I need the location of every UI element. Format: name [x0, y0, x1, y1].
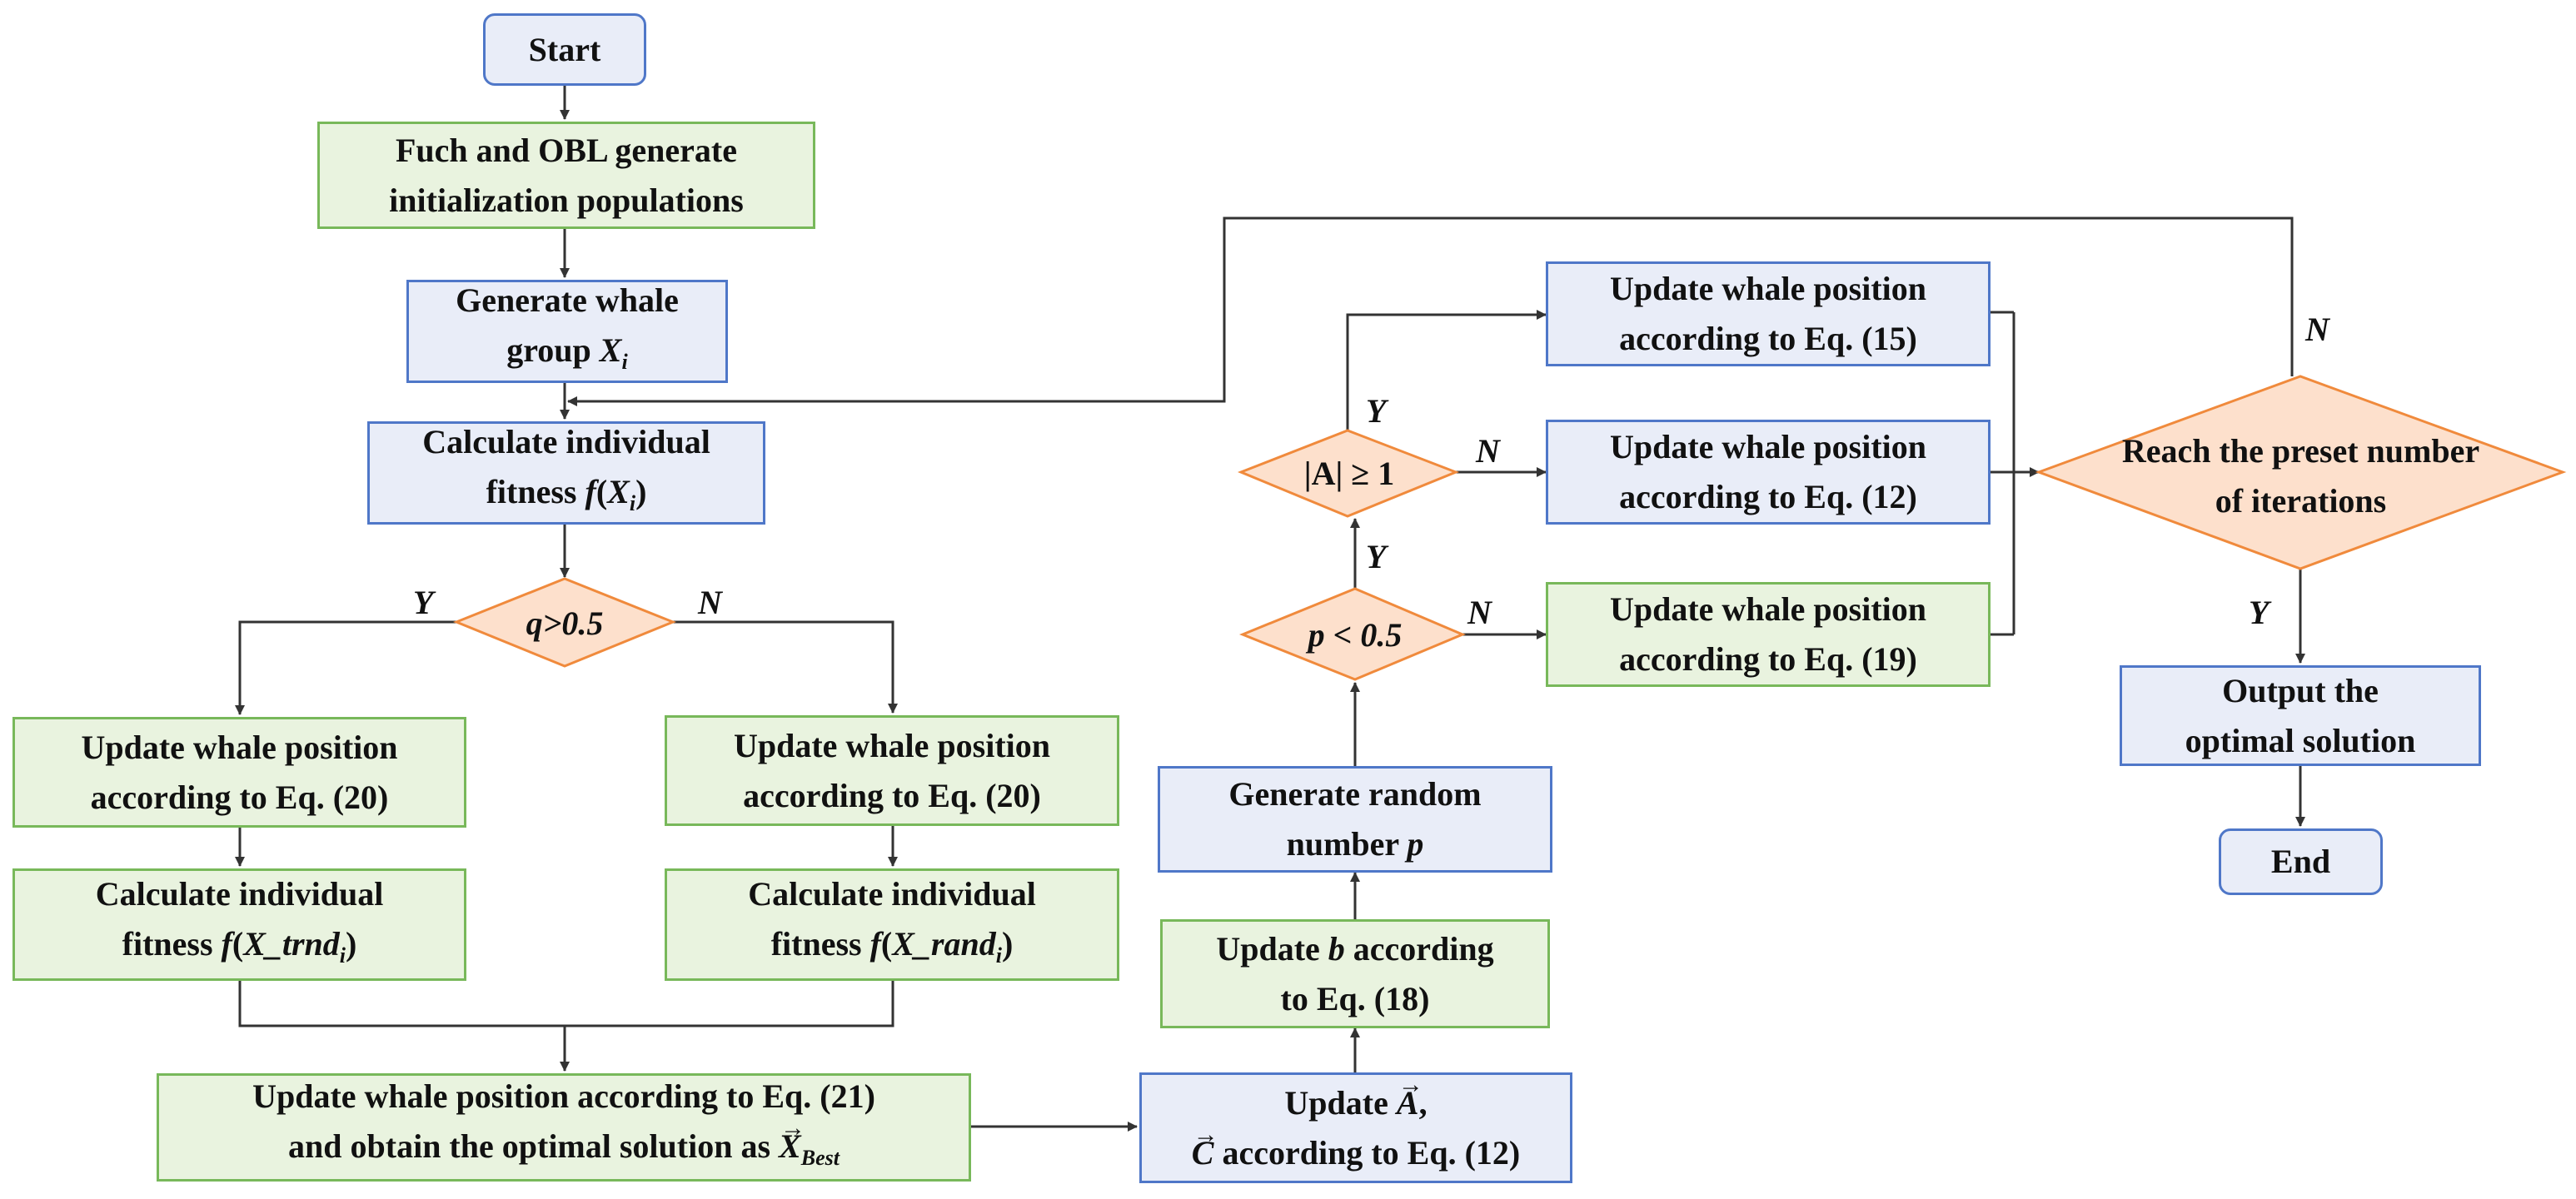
iter-yes-label: Y: [2249, 594, 2270, 631]
calc-right-fitness-box: Calculate individual fitness f(X_randi): [665, 868, 1119, 981]
update-eq19-line-1: Update whale position: [1609, 590, 1927, 628]
calc-left-fitness-box: Calculate individual fitness f(X_trndi): [12, 868, 466, 981]
arrow-iter-no-loop: [567, 216, 2294, 406]
arrow-q-yes: [235, 620, 456, 715]
calc-right-line-2: fitness f(X_randi): [770, 924, 1014, 968]
update-eq21-line-1: Update whale position according to Eq. (…: [252, 1077, 875, 1115]
a-decision-diamond: [1237, 429, 1460, 518]
q-yes-label: Y: [413, 584, 434, 621]
update-b-line-2: to Eq. (18): [1280, 979, 1430, 1017]
a-yes-label: Y: [1366, 392, 1387, 430]
update-eq19-line-2: according to Eq. (19): [1619, 640, 1917, 678]
a-no-label: N: [1476, 432, 1500, 470]
update-eq21-box: Update whale position according to Eq. (…: [157, 1073, 971, 1182]
iteration-decision-diamond: [2035, 375, 2567, 570]
update-left-eq20-box: Update whale position according to Eq. (…: [12, 717, 466, 828]
calc-fitness-line-1: Calculate individual: [422, 423, 710, 460]
init-line-1: Fuch and OBL generate: [395, 131, 738, 169]
arrow-a-yes: [1346, 310, 1547, 430]
output-line-1: Output the: [2222, 671, 2379, 709]
calc-left-line-1: Calculate individual: [95, 874, 384, 913]
update-left-line-1: Update whale position: [81, 728, 398, 766]
iteration-decision-label: Reach the preset number of iterations: [2121, 432, 2480, 520]
update-eq12-line-2: according to Eq. (12): [1619, 478, 1917, 515]
generate-random-line-1: Generate random: [1228, 775, 1482, 813]
p-decision-diamond: [1238, 587, 1466, 681]
update-eq15-line-1: Update whale position: [1609, 270, 1927, 307]
update-right-line-1: Update whale position: [733, 726, 1051, 764]
update-left-line-2: according to Eq. (20): [90, 778, 389, 816]
calc-fitness-box: Calculate individual fitness f(Xi): [367, 421, 765, 525]
generate-group-line-1: Generate whale: [456, 281, 679, 319]
update-b-line-1: Update b according: [1216, 929, 1494, 968]
end-label: End: [2270, 843, 2331, 880]
update-eq15-box: Update whale position according to Eq. (…: [1546, 261, 1991, 366]
update-eq19-box: Update whale position according to Eq. (…: [1546, 582, 1991, 687]
generate-group-line-2: group Xi: [506, 331, 628, 374]
generate-group-box: Generate whale group Xi: [406, 280, 728, 383]
init-line-2: initialization populations: [389, 181, 744, 219]
p-yes-label: Y: [1366, 538, 1387, 575]
update-right-line-2: according to Eq. (20): [743, 776, 1041, 814]
output-line-2: optimal solution: [2185, 721, 2416, 759]
update-eq12-line-1: Update whale position: [1609, 428, 1927, 465]
output-solution-box: Output the optimal solution: [2120, 665, 2481, 766]
end-node: End: [2219, 828, 2383, 895]
update-b-box: Update b according to Eq. (18): [1160, 919, 1550, 1028]
p-no-label: N: [1467, 594, 1492, 631]
update-eq21-line-2: and obtain the optimal solution as →XBes…: [288, 1114, 840, 1170]
init-population-box: Fuch and OBL generate initialization pop…: [317, 122, 815, 229]
update-eq15-line-2: according to Eq. (15): [1619, 320, 1917, 357]
calc-right-line-1: Calculate individual: [748, 874, 1036, 913]
q-no-label: N: [698, 584, 722, 621]
generate-random-line-2: number p: [1286, 825, 1424, 863]
update-AC-box: Update →A, →C according to Eq. (12): [1139, 1070, 1572, 1183]
generate-random-box: Generate random number p: [1158, 766, 1552, 873]
merge-left: [238, 981, 894, 1027]
calc-fitness-line-2: fitness f(Xi): [486, 473, 647, 515]
iter-no-label: N: [2305, 311, 2329, 348]
update-right-eq20-box: Update whale position according to Eq. (…: [665, 715, 1119, 826]
update-AC-line-1: Update →A,: [1284, 1070, 1428, 1122]
start-node: Start: [483, 13, 646, 86]
p-decision-label: p < 0.5: [1308, 615, 1403, 654]
update-AC-line-2: →C according to Eq. (12): [1191, 1120, 1521, 1172]
start-label: Start: [528, 30, 601, 68]
calc-left-line-2: fitness f(X_trndi): [122, 924, 357, 968]
update-eq12-box: Update whale position according to Eq. (…: [1546, 420, 1991, 525]
arrow-q-no: [673, 620, 898, 714]
q-decision-diamond: [452, 577, 677, 668]
a-decision-label: |A| ≥ 1: [1303, 454, 1395, 492]
q-decision-label: q>0.5: [526, 604, 604, 642]
